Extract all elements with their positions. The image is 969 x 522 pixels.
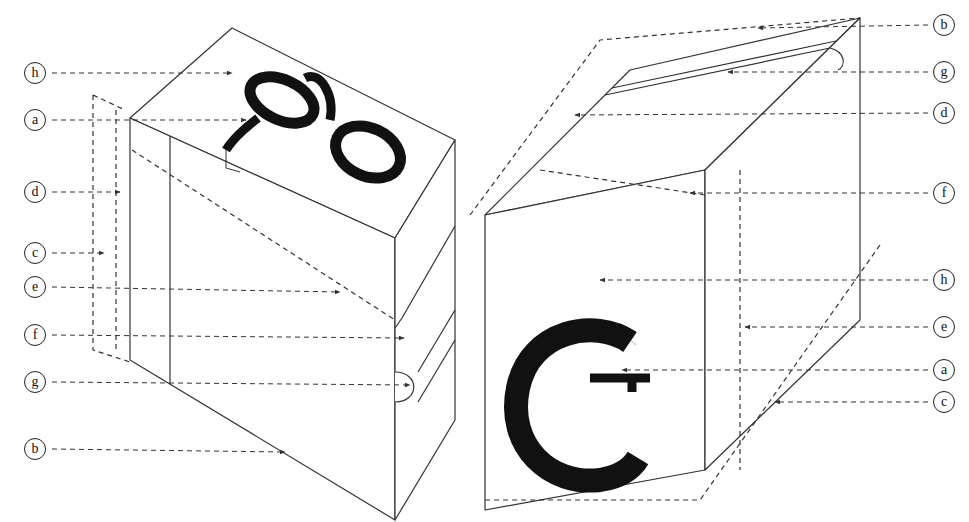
- callout-letter: d: [933, 102, 955, 124]
- callout-letter: h: [24, 62, 46, 84]
- letter-face-go: [226, 68, 409, 189]
- right-type-sort: [470, 18, 880, 510]
- callout-letter: d: [24, 181, 46, 203]
- callout-letter: a: [933, 359, 955, 381]
- callout-letter: e: [933, 316, 955, 338]
- callout-letter: c: [933, 391, 955, 413]
- callout-letter: b: [933, 14, 955, 36]
- callout-letter: c: [24, 242, 46, 264]
- callout-letter: h: [933, 269, 955, 291]
- callout-letter: b: [24, 438, 46, 460]
- leader-lines: [52, 25, 928, 452]
- callout-letter: f: [933, 182, 955, 204]
- callout-letter: g: [933, 61, 955, 83]
- callout-letter: a: [24, 109, 46, 131]
- callout-letter: g: [24, 371, 46, 393]
- callout-letter: e: [24, 276, 46, 298]
- callout-letter: f: [24, 324, 46, 346]
- letter-face-c: [516, 330, 650, 480]
- left-type-sort: [93, 28, 455, 520]
